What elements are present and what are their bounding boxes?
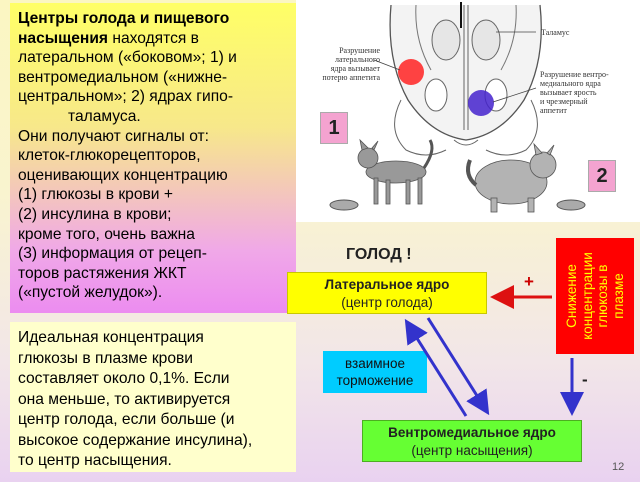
left-text-panel: Центры голода и пищевого насыщения наход…	[10, 3, 296, 313]
glucose-drop-box: Снижение концентрации глюкозы в плазме	[556, 238, 634, 354]
signals-line-2: клеток-глюкорецепторов,	[18, 147, 201, 165]
vm-lesion-caption: Разрушение вентро- медиального ядра вызы…	[540, 70, 638, 115]
mutual-inhibition-line-2: торможение	[336, 373, 414, 388]
arrow-vm-to-lateral	[404, 318, 468, 417]
centers-heading: Центры голода и пищевого насыщения	[18, 10, 230, 47]
minus-sign: -	[582, 370, 588, 389]
note-line-4: она меньше, то активируется	[18, 390, 231, 408]
plus-sign: +	[524, 272, 534, 291]
mutual-inhibition-box: взаимное торможение	[323, 351, 427, 393]
vm-caption-line: Разрушение вентро-	[540, 70, 609, 79]
intro-line-1-rest: находятся в	[108, 29, 199, 47]
lateral-caption-line: ядра вызывает	[330, 64, 380, 73]
arrow-lateral-to-vm	[426, 317, 490, 416]
intro-line-3: вентромедиальном («нижне-	[18, 68, 228, 86]
lateral-caption-line: латерального	[334, 55, 380, 64]
vm-nucleus-title: Вентромедиальное ядро	[388, 425, 556, 440]
intro-line-4: центральном»; 2) ядрах гипо-	[18, 88, 234, 106]
note-line-6: высокое содержание инсулина),	[18, 431, 253, 449]
hypothalamus-figure: Таламус Разрушение латерального ядра выз…	[296, 0, 640, 222]
intro-line-5: таламуса.	[68, 107, 141, 125]
mutual-inhibition-line-1: взаимное	[344, 356, 405, 371]
intro-line-2: латеральном («боковом»; 1) и	[18, 49, 237, 67]
page-number: 12	[612, 461, 625, 473]
vm-nucleus-subtitle: (центр насыщения)	[411, 443, 533, 458]
signals-line-1: Они получают сигналы от:	[18, 127, 210, 145]
badge-1: 1	[320, 112, 348, 144]
note-line-1: Идеальная концентрация	[18, 329, 204, 346]
lateral-caption-line: потерю аппетита	[322, 73, 380, 82]
glucose-note-panel: Идеальная концентрация глюкозы в плазме …	[10, 322, 296, 472]
vm-caption-line: медиального ядра	[540, 79, 601, 88]
signals-line-6: кроме того, очень важна	[18, 225, 195, 243]
note-line-7: то центр насыщения.	[18, 452, 172, 469]
ventromedial-nucleus-box: Вентромедиальное ядро (центр насыщения)	[362, 420, 582, 462]
note-line-2: глюкозы в плазме крови	[18, 349, 194, 367]
signals-line-8: торов растяжения ЖКТ	[18, 264, 187, 282]
intro-line-1: Центры голода и пищевого насыщения наход…	[18, 9, 288, 48]
signals-line-7: (3) информация от рецеп-	[18, 245, 207, 263]
signals-line-5: (2) инсулина в крови;	[18, 205, 172, 223]
lateral-nucleus-subtitle: (центр голода)	[341, 295, 433, 310]
lateral-caption-line: Разрушение	[339, 46, 380, 55]
note-line-5: центр голода, если больше (и	[18, 411, 235, 428]
vm-caption-line: и чрезмерный	[540, 97, 588, 106]
signals-line-4: (1) глюкозы в крови +	[18, 186, 173, 204]
note-line-3: составляет около 0,1%. Если	[18, 370, 230, 387]
lateral-nucleus-box: Латеральное ядро (центр голода)	[287, 272, 487, 314]
lateral-lesion-caption: Разрушение латерального ядра вызывает по…	[300, 46, 380, 82]
thalamus-label: Таламус	[541, 28, 570, 37]
vm-caption-line: аппетит	[540, 106, 567, 115]
signals-line-9: («пустой желудок»).	[18, 284, 163, 302]
hunger-title: ГОЛОД !	[346, 246, 412, 263]
signals-line-3: оценивающих концентрацию	[18, 166, 228, 184]
lateral-nucleus-title: Латеральное ядро	[324, 277, 450, 292]
brain-section-illustration	[329, 2, 586, 213]
badge-2: 2	[588, 160, 616, 192]
vm-caption-line: вызывает ярость	[540, 88, 597, 97]
